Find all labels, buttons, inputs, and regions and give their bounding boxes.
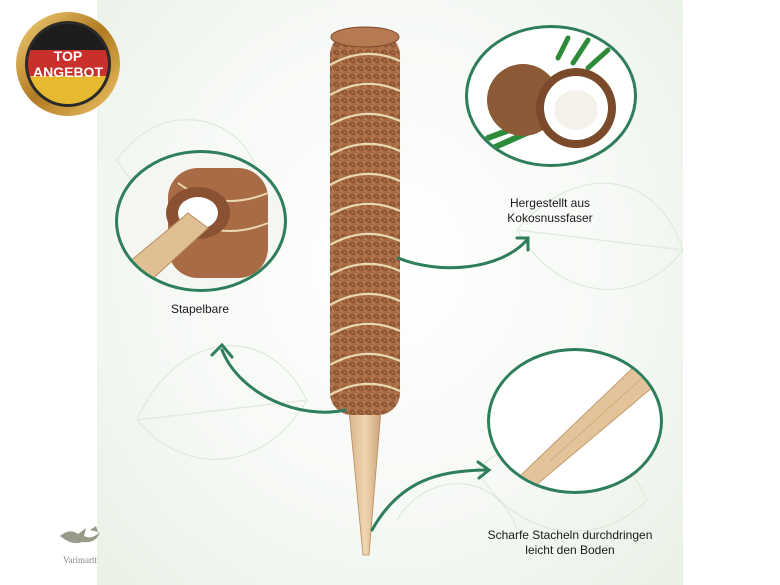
hummingbird-logo-icon (60, 526, 100, 544)
stacked-pole-image (127, 168, 269, 284)
stackable-label: Stapelbare (170, 302, 230, 316)
badge-medal-icon (16, 12, 120, 116)
badge-line-2: ANGEBOT (33, 64, 103, 80)
coconut-detail-circle (465, 25, 637, 167)
brand-logo-text: Varimartt (63, 555, 97, 565)
spike-label-line-1: Scharfe Stacheln durchdringen (487, 528, 653, 542)
coir-pole-image (329, 26, 401, 556)
spike-detail-circle (487, 348, 663, 494)
spike-image (519, 360, 660, 487)
coconut-label-line-1: Hergestellt aus (509, 196, 591, 210)
coconut-image (485, 35, 616, 151)
badge-line-1: TOP (53, 48, 83, 64)
stackable-detail-circle (115, 150, 287, 292)
spike-label-line-2: leicht den Boden (525, 543, 615, 557)
brand-logo: Varimartt (52, 522, 108, 566)
top-offer-badge: TOP ANGEBOT (14, 10, 122, 118)
coconut-label-line-2: Kokosnussfaser (507, 211, 593, 225)
